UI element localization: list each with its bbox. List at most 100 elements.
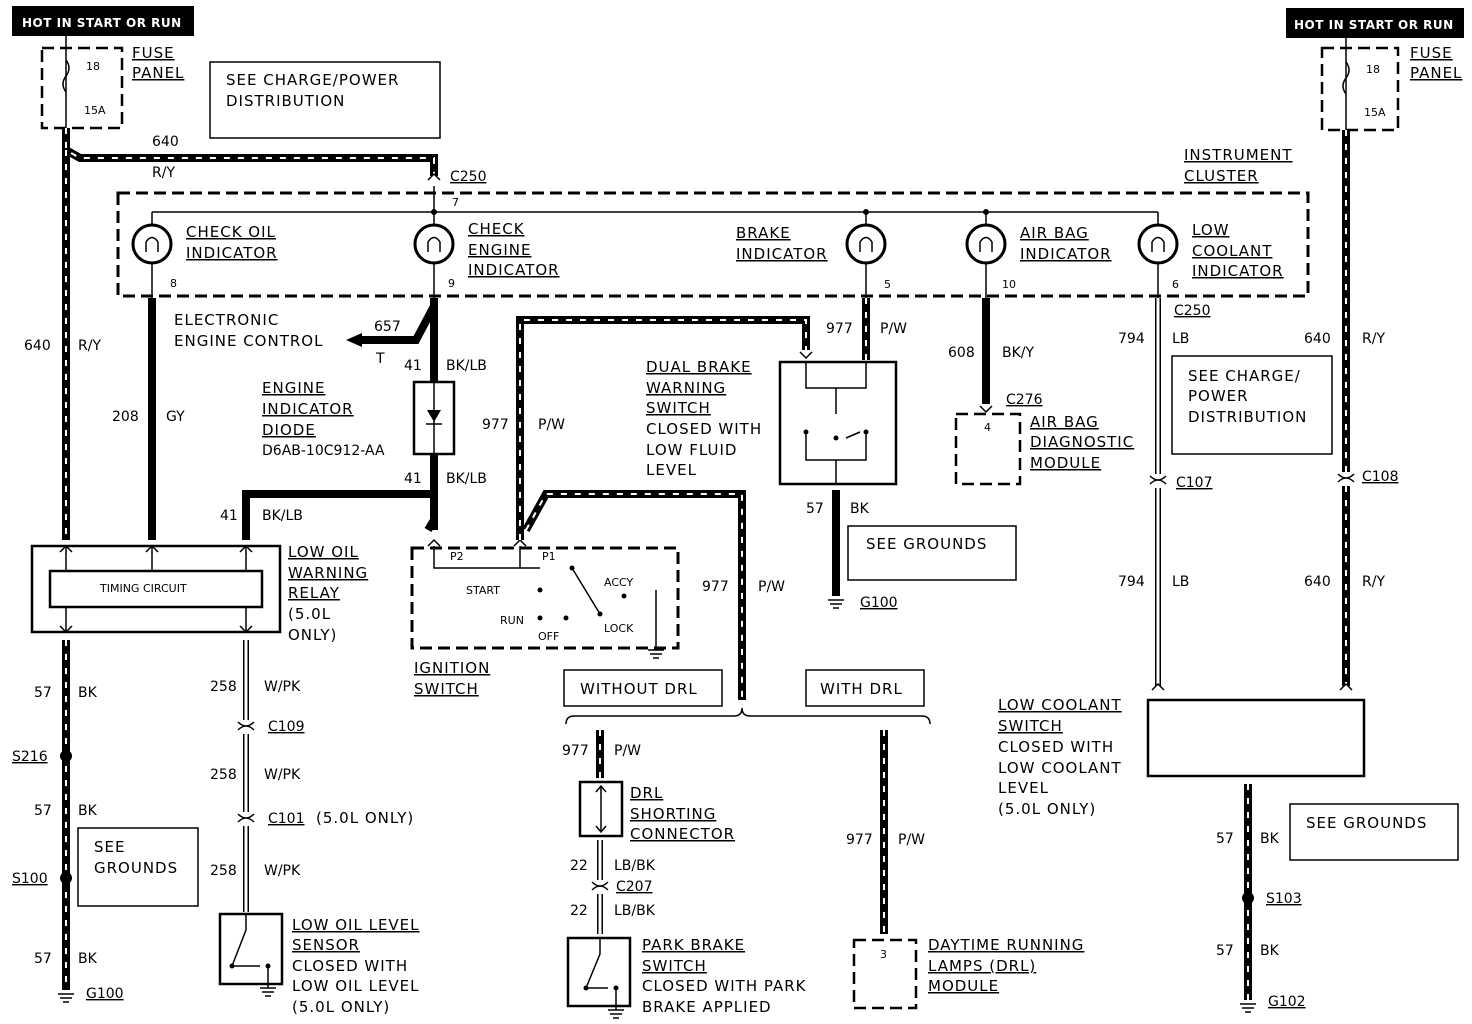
bulb-icon bbox=[979, 236, 993, 252]
drl-module-label-2: LAMPS (DRL) bbox=[928, 957, 1036, 975]
ignition-label-2: SWITCH bbox=[414, 680, 479, 698]
wire-57-l2-num: 57 bbox=[34, 803, 52, 819]
diode-label-3: DIODE bbox=[262, 421, 316, 439]
connector-c250a-label: C250 bbox=[450, 169, 487, 185]
wire-977a-num: 977 bbox=[482, 417, 509, 433]
park-brake-label-2: SWITCH bbox=[642, 957, 707, 975]
check-oil-label-2: INDICATOR bbox=[186, 244, 278, 262]
wire-640-top-color: R/Y bbox=[152, 165, 175, 181]
relay-label-2: WARNING bbox=[288, 564, 368, 582]
ignition-off: OFF bbox=[538, 630, 559, 643]
bulb-icon bbox=[145, 236, 159, 252]
wire-977-upper: 977 P/W bbox=[482, 316, 813, 540]
low-coolant-switch-label-5: LEVEL bbox=[998, 779, 1049, 797]
note-grounds-left-1: SEE bbox=[94, 838, 125, 856]
wire-208: 208 GY bbox=[112, 298, 185, 540]
drl-module-label-3: MODULE bbox=[928, 977, 999, 995]
wire-657-color: T bbox=[375, 351, 385, 367]
brake-indicator: 5 BRAKE INDICATOR bbox=[736, 212, 891, 298]
wire-41: 41 BK/LB 41 BK/LB 41 BK/LB bbox=[220, 298, 487, 540]
low-coolant-switch-label-1: LOW COOLANT bbox=[998, 696, 1122, 714]
ground-icon bbox=[648, 649, 664, 659]
ground-g100-left: G100 bbox=[86, 986, 124, 1002]
note-grounds-right: SEE GROUNDS bbox=[1289, 803, 1459, 861]
relay-label-5: ONLY) bbox=[288, 626, 337, 644]
wire-640-r2-num: 640 bbox=[1304, 574, 1331, 590]
ignition-accy: ACCY bbox=[604, 576, 633, 589]
dual-brake-label-6: LEVEL bbox=[646, 461, 697, 479]
wire-977c-num: 977 bbox=[702, 579, 729, 595]
low-oil-warning-relay: TIMING CIRCUIT LOW OIL WARNING RELAY (5.… bbox=[30, 543, 368, 644]
drl-options: WITHOUT DRL WITH DRL bbox=[563, 669, 931, 725]
low-coolant-switch-label-4: LOW COOLANT bbox=[998, 759, 1122, 777]
wire-41b-num: 41 bbox=[404, 471, 422, 487]
relay-label-3: RELAY bbox=[288, 584, 340, 602]
header-right-text: HOT IN START OR RUN bbox=[1294, 18, 1454, 32]
drl-shorting-connector: DRL SHORTING CONNECTOR bbox=[578, 780, 734, 843]
low-oil-sensor-label-3: CLOSED WITH bbox=[292, 957, 408, 975]
ground-icon bbox=[828, 599, 844, 609]
instrument-cluster-title-1: INSTRUMENT bbox=[1184, 146, 1293, 164]
with-drl-label: WITH DRL bbox=[820, 680, 903, 698]
wire-41b-color: BK/LB bbox=[446, 471, 487, 487]
instrument-cluster: INSTRUMENT CLUSTER bbox=[116, 146, 1310, 298]
low-oil-level-sensor: LOW OIL LEVEL SENSOR CLOSED WITH LOW OIL… bbox=[218, 912, 420, 1016]
air-bag-label-2: INDICATOR bbox=[1020, 245, 1112, 263]
note-charge-right-2: POWER bbox=[1188, 387, 1249, 405]
wire-57-l1-color: BK bbox=[78, 685, 98, 701]
park-brake-label-1: PARK BRAKE bbox=[642, 936, 745, 954]
ground-g100-mid: G100 bbox=[860, 595, 898, 611]
wire-258c-color: W/PK bbox=[264, 863, 301, 879]
note-grounds-mid: SEE GROUNDS bbox=[847, 525, 1017, 581]
drl-conn-label-1: DRL bbox=[630, 784, 663, 802]
pin-9: 9 bbox=[448, 277, 455, 290]
dual-brake-label-1: DUAL BRAKE bbox=[646, 358, 752, 376]
drl-bracket bbox=[565, 707, 931, 725]
wire-608-color: BK/Y bbox=[1002, 345, 1035, 361]
diode-icon bbox=[427, 410, 441, 422]
drl-module: 3 DAYTIME RUNNING LAMPS (DRL) MODULE bbox=[852, 936, 1083, 1010]
low-coolant-label-2: COOLANT bbox=[1192, 242, 1272, 260]
wire-977-with-drl: 977 P/W bbox=[846, 730, 925, 934]
wire-977d-color: P/W bbox=[614, 743, 641, 759]
fuse-right-rating: 15A bbox=[1364, 106, 1386, 119]
diode-part-number: D6AB-10C912-AA bbox=[262, 443, 385, 459]
wire-22b-color: LB/BK bbox=[614, 903, 656, 919]
note-charge-top-1: SEE CHARGE/POWER bbox=[226, 71, 399, 89]
fuse-left-title-1: FUSE bbox=[132, 44, 175, 62]
wire-208-color: GY bbox=[166, 409, 185, 425]
check-engine-label-3: INDICATOR bbox=[468, 261, 560, 279]
wire-640-top-num: 640 bbox=[152, 134, 179, 150]
connector-c109: C109 bbox=[268, 719, 305, 735]
diode-label-1: ENGINE bbox=[262, 379, 325, 397]
low-coolant-label-3: INDICATOR bbox=[1192, 262, 1284, 280]
ignition-run: RUN bbox=[500, 614, 524, 627]
pin-3: 3 bbox=[880, 948, 887, 961]
low-oil-sensor-label-1: LOW OIL LEVEL bbox=[292, 916, 420, 934]
low-coolant-switch: LOW COOLANT SWITCH CLOSED WITH LOW COOLA… bbox=[998, 696, 1366, 818]
header-left-text: HOT IN START OR RUN bbox=[22, 16, 182, 30]
pin-7: 7 bbox=[452, 196, 459, 209]
splice-s103: S103 bbox=[1266, 891, 1302, 907]
wire-57-right: 57 BK S103 57 BK G102 bbox=[1216, 784, 1306, 1013]
pin-5: 5 bbox=[884, 278, 891, 291]
ignition-p2: P2 bbox=[450, 550, 464, 563]
dual-brake-label-5: LOW FLUID bbox=[646, 441, 737, 459]
wire-977e-color: P/W bbox=[898, 832, 925, 848]
wire-57-l1-num: 57 bbox=[34, 685, 52, 701]
fuse-left: 18 15A FUSE PANEL bbox=[40, 36, 184, 130]
wire-41a-num: 41 bbox=[404, 358, 422, 374]
ground-g102: G102 bbox=[1268, 994, 1306, 1010]
note-grounds-left-2: GROUNDS bbox=[94, 859, 178, 877]
splice-s100: S100 bbox=[12, 871, 48, 887]
eec-label-1: ELECTRONIC bbox=[174, 311, 279, 329]
bulb-icon bbox=[427, 236, 441, 252]
fuse-left-title-2: PANEL bbox=[132, 64, 184, 82]
brake-label-2: INDICATOR bbox=[736, 245, 828, 263]
wire-258b-num: 258 bbox=[210, 767, 237, 783]
connector-c101-note: (5.0L ONLY) bbox=[316, 809, 414, 827]
pin-4: 4 bbox=[984, 421, 991, 434]
ground-icon bbox=[608, 1009, 624, 1019]
splice-s216: S216 bbox=[12, 749, 48, 765]
